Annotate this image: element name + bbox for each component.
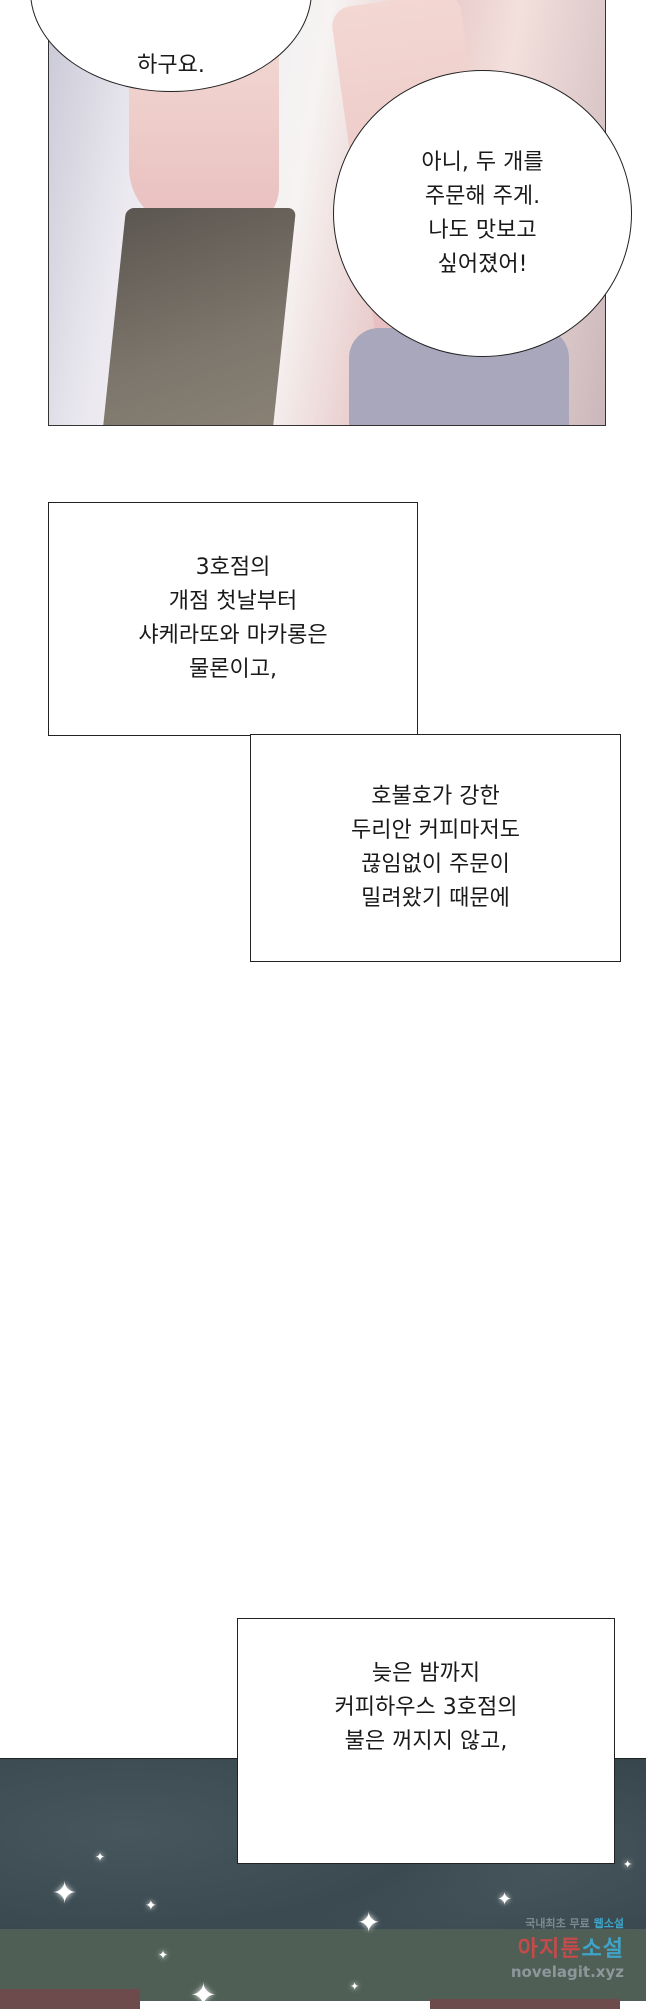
caption-line: 3호점의 <box>195 555 271 580</box>
narration-box-1: 3호점의 개점 첫날부터 샤케라또와 마카롱은 물론이고, <box>48 502 418 736</box>
bubble-line: 주문해 주게. <box>424 183 541 209</box>
watermark-tagline: 국내최초 무료 <box>525 1917 594 1930</box>
sparkle-icon: ✦ <box>145 1898 157 1914</box>
watermark-logo: 아지툰 <box>517 1937 582 1962</box>
caption-line: 두리안 커피마저도 <box>351 818 520 843</box>
sparkle-icon: ✦ <box>350 1980 360 1993</box>
caption-line: 불은 꺼지지 않고, <box>344 1729 508 1754</box>
narration-box-3: 늦은 밤까지 커피하우스 3호점의 불은 꺼지지 않고, <box>237 1618 615 1864</box>
caption-line: 호불호가 강한 <box>371 784 500 809</box>
sparkle-icon: ✦ <box>357 1906 381 1939</box>
watermark: 국내최초 무료 웹소설 아지툰소설 novelagit.xyz <box>511 1915 624 1981</box>
caption-line: 물론이고, <box>189 657 277 682</box>
caption-line: 개점 첫날부터 <box>168 589 298 614</box>
narration-box-2: 호불호가 강한 두리안 커피마저도 끊임없이 주문이 밀려왔기 때문에 <box>250 734 621 962</box>
bubble-line: 나도 맛보고 <box>428 217 537 243</box>
caption-line: 밀려왔기 때문에 <box>361 886 510 911</box>
sparkle-icon: ✦ <box>623 1858 633 1871</box>
watermark-logo-accent: 소설 <box>581 1937 624 1962</box>
speech-bubble-right: 아니, 두 개를 주문해 주게. 나도 맛보고 싶어졌어! <box>333 70 632 357</box>
sparkle-icon: ✦ <box>95 1850 106 1864</box>
bubble-line: 싶어졌어! <box>437 251 528 277</box>
watermark-url: novelagit.xyz <box>510 1963 624 1981</box>
caption-line: 늦은 밤까지 <box>371 1661 481 1686</box>
sparkle-icon: ✦ <box>158 1948 169 1962</box>
caption-line: 샤케라또와 마카롱은 <box>138 623 328 648</box>
caption-line: 끊임없이 주문이 <box>361 852 510 877</box>
caption-line: 커피하우스 3호점의 <box>334 1695 518 1720</box>
roof-illustration <box>430 1999 620 2009</box>
sparkle-icon: ✦ <box>190 1976 217 2014</box>
roof-illustration <box>0 1989 140 2009</box>
watermark-tagline-accent: 웹소설 <box>593 1917 624 1930</box>
bubble-line: 아니, 두 개를 <box>421 149 544 175</box>
sparkle-icon: ✦ <box>497 1889 513 1910</box>
bubble-text: 하구요. <box>137 53 205 78</box>
sparkle-icon: ✦ <box>52 1876 78 1911</box>
sleeve-illustration <box>101 208 297 425</box>
